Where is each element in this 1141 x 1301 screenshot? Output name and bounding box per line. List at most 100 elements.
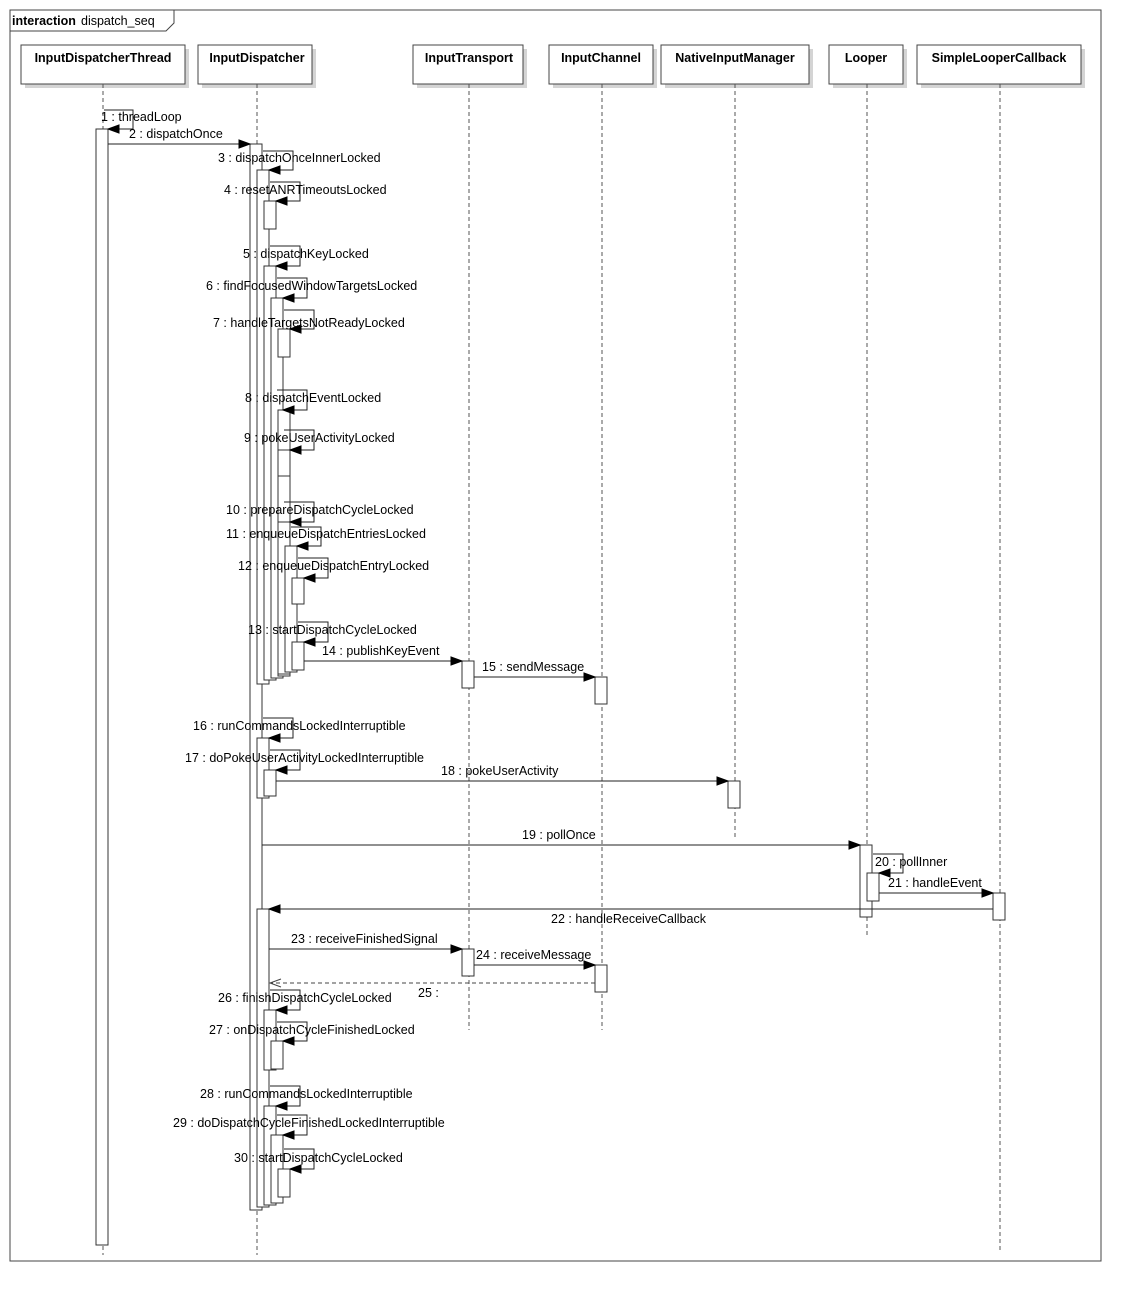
header-box — [20, 44, 186, 85]
message-17: 17 : doPokeUserActivityLockedInterruptib… — [185, 749, 424, 775]
lifeline-title: NativeInputManager — [675, 51, 795, 65]
message-19: 19 : pollOnce — [262, 828, 862, 850]
message-label: 29 : doDispatchCycleFinishedLockedInterr… — [173, 1116, 445, 1130]
message-label: 8 : dispatchEventLocked — [245, 391, 381, 405]
message-label: 30 : startDispatchCycleLocked — [234, 1151, 403, 1165]
lifeline-headers: InputDispatcherThread InputDispatcher In… — [20, 44, 1085, 88]
message-label: 22 : handleReceiveCallback — [551, 912, 707, 926]
message-22: 22 : handleReceiveCallback — [267, 904, 993, 926]
message-4: 4 : resetANRTimeoutsLocked — [224, 181, 387, 206]
message-label: 18 : pokeUserActivity — [441, 764, 559, 778]
lifeline-title: Looper — [845, 51, 887, 65]
lifeline-header-input-dispatcher: InputDispatcher — [197, 44, 316, 88]
message-label: 10 : prepareDispatchCycleLocked — [226, 503, 414, 517]
message-label: 6 : findFocusedWindowTargetsLocked — [206, 279, 417, 293]
activation-bar — [727, 780, 741, 809]
message-18: 18 : pokeUserActivity — [276, 764, 730, 786]
activation-bars — [95, 128, 1006, 1246]
message-14: 14 : publishKeyEvent — [304, 644, 464, 666]
message-30: 30 : startDispatchCycleLocked — [234, 1148, 403, 1174]
activation-bar — [263, 200, 277, 230]
activation-bar — [270, 1040, 284, 1070]
message-label: 24 : receiveMessage — [476, 948, 591, 962]
header-box — [197, 44, 313, 85]
message-15: 15 : sendMessage — [474, 660, 597, 682]
lifeline-title: InputDispatcher — [209, 51, 304, 65]
message-label: 17 : doPokeUserActivityLockedInterruptib… — [185, 751, 424, 765]
message-label: 15 : sendMessage — [482, 660, 584, 674]
message-label: 5 : dispatchKeyLocked — [243, 247, 369, 261]
message-label: 19 : pollOnce — [522, 828, 596, 842]
header-box — [412, 44, 524, 85]
activation-bar — [461, 660, 475, 689]
frame-keyword: interaction — [12, 14, 76, 28]
message-25-return: 25 : — [268, 978, 595, 1000]
message-3: 3 : dispatchOnceInnerLocked — [218, 150, 381, 175]
message-20: 20 : pollInner — [873, 853, 947, 878]
lifeline-title: InputChannel — [561, 51, 641, 65]
activation-bar — [95, 128, 109, 1246]
message-label: 28 : runCommandsLockedInterruptible — [200, 1087, 413, 1101]
message-label: 20 : pollInner — [875, 855, 947, 869]
lifeline-header-simple-looper-callback: SimpleLooperCallback — [916, 44, 1085, 88]
message-label: 12 : enqueueDispatchEntryLocked — [238, 559, 429, 573]
activation-bar — [594, 964, 608, 993]
message-label: 23 : receiveFinishedSignal — [291, 932, 438, 946]
message-23: 23 : receiveFinishedSignal — [269, 932, 464, 954]
header-box — [828, 44, 904, 85]
lifeline-header-input-dispatcher-thread: InputDispatcherThread — [20, 44, 189, 88]
message-21: 21 : handleEvent — [879, 876, 995, 898]
lifeline-title: InputTransport — [425, 51, 514, 65]
lifeline-title: SimpleLooperCallback — [932, 51, 1067, 65]
activation-bar — [866, 872, 880, 902]
message-label: 3 : dispatchOnceInnerLocked — [218, 151, 381, 165]
activation-bar — [277, 1168, 291, 1198]
message-label: 13 : startDispatchCycleLocked — [248, 623, 417, 637]
lifeline-title: InputDispatcherThread — [35, 51, 172, 65]
message-27: 27 : onDispatchCycleFinishedLocked — [209, 1021, 415, 1046]
message-6: 6 : findFocusedWindowTargetsLocked — [206, 277, 417, 303]
message-label: 1 : threadLoop — [101, 110, 182, 124]
message-29: 29 : doDispatchCycleFinishedLockedInterr… — [173, 1114, 445, 1140]
message-10: 10 : prepareDispatchCycleLocked — [226, 501, 414, 527]
message-9: 9 : pokeUserActivityLocked — [244, 429, 395, 455]
lifeline-header-input-channel: InputChannel — [548, 44, 657, 88]
header-box — [660, 44, 810, 85]
activation-bar — [594, 676, 608, 705]
header-box — [548, 44, 654, 85]
message-label: 25 : — [418, 986, 439, 1000]
lifeline-header-input-transport: InputTransport — [412, 44, 527, 88]
message-7: 7 : handleTargetsNotReadyLocked — [213, 309, 405, 334]
activation-bar — [277, 328, 291, 358]
lifeline-header-looper: Looper — [828, 44, 907, 88]
frame-label-tab — [10, 10, 175, 32]
activation-bar — [291, 641, 305, 671]
message-26: 26 : finishDispatchCycleLocked — [218, 989, 392, 1015]
message-label: 27 : onDispatchCycleFinishedLocked — [209, 1023, 415, 1037]
message-label: 9 : pokeUserActivityLocked — [244, 431, 395, 445]
message-1: 1 : threadLoop — [101, 109, 182, 134]
activation-bar — [277, 449, 291, 477]
message-label: 21 : handleEvent — [888, 876, 982, 890]
frame-border — [9, 9, 1102, 1262]
message-label: 11 : enqueueDispatchEntriesLocked — [226, 527, 426, 541]
activation-bar — [992, 892, 1006, 921]
header-box — [916, 44, 1082, 85]
message-13: 13 : startDispatchCycleLocked — [248, 621, 417, 647]
message-label: 7 : handleTargetsNotReadyLocked — [213, 316, 405, 330]
messages: 1 : threadLoop 2 : dispatchOnce 3 : disp… — [101, 109, 995, 1174]
message-2: 2 : dispatchOnce — [108, 127, 252, 149]
message-8: 8 : dispatchEventLocked — [245, 389, 381, 415]
message-12: 12 : enqueueDispatchEntryLocked — [238, 557, 429, 583]
lifeline-header-native-input-manager: NativeInputManager — [660, 44, 813, 88]
message-5: 5 : dispatchKeyLocked — [243, 245, 369, 271]
message-label: 16 : runCommandsLockedInterruptible — [193, 719, 406, 733]
message-label: 26 : finishDispatchCycleLocked — [218, 991, 392, 1005]
activation-bar — [263, 769, 277, 797]
message-label: 2 : dispatchOnce — [129, 127, 223, 141]
message-label: 14 : publishKeyEvent — [322, 644, 440, 658]
activation-bar — [461, 948, 475, 977]
message-11: 11 : enqueueDispatchEntriesLocked — [226, 526, 426, 551]
frame-name: dispatch_seq — [81, 14, 155, 28]
